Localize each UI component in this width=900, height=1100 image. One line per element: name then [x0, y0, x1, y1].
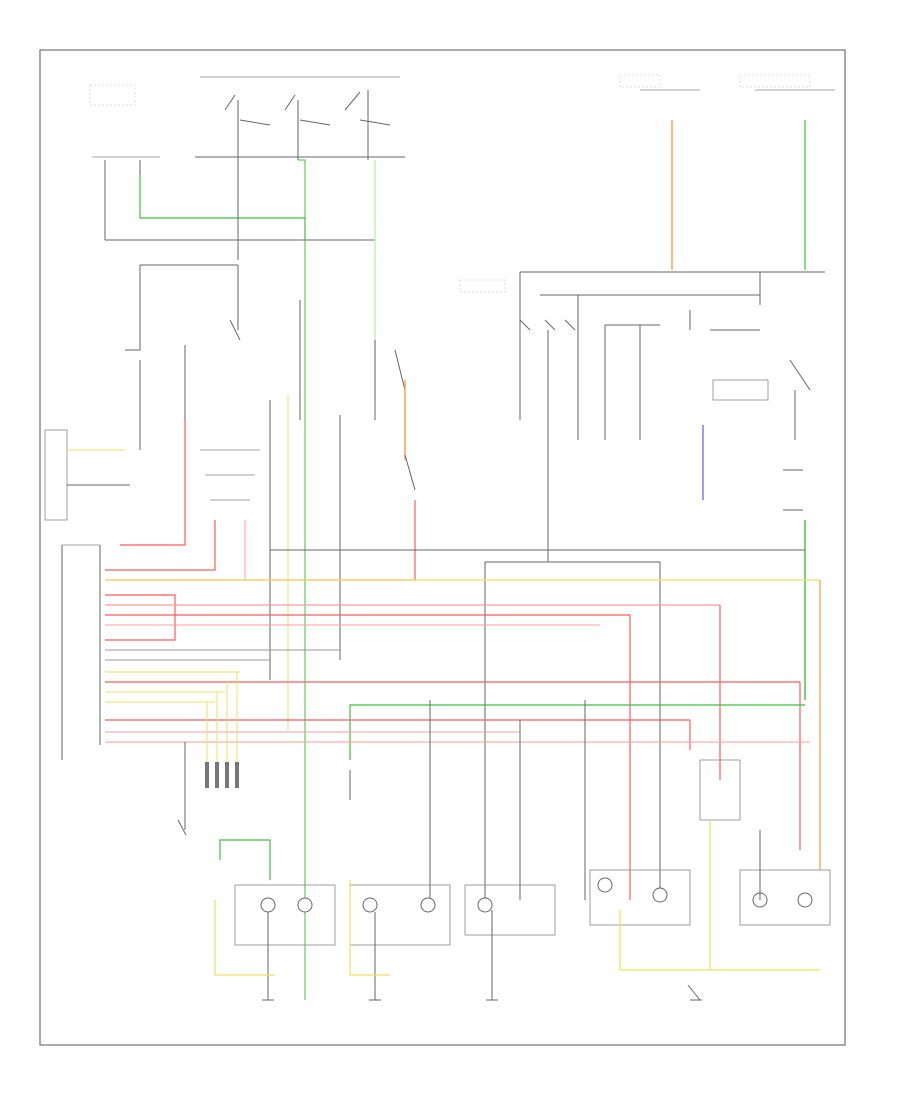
right-control-module: [519, 294, 811, 440]
ignition-switch-block: [195, 76, 405, 160]
lamp-icon: [477, 897, 493, 913]
wire-harness: [105, 579, 821, 900]
lamp-icon: [260, 897, 276, 913]
lamp-assembly-1: [214, 884, 336, 1000]
lamp-icon: [652, 887, 668, 903]
wire-green-1: [139, 175, 306, 240]
ground-icon: [262, 984, 702, 1001]
left-switch-column: [125, 264, 241, 420]
left-connector: [61, 544, 101, 760]
middle-relay: [200, 449, 260, 501]
lamp-icon: [297, 897, 313, 913]
lamp-icon: [362, 897, 378, 913]
lamp-icon: [420, 897, 436, 913]
left-sensor-block: [44, 420, 141, 521]
component-labels: [89, 74, 811, 293]
lamp-assembly-3: [464, 884, 556, 1000]
lamp-assembly-5: [699, 759, 831, 970]
top-left-relay: [92, 156, 160, 240]
lamp-icon: [797, 892, 813, 908]
top-right-module: [519, 89, 835, 420]
lamp-assembly-2: [349, 770, 451, 1000]
lamp-icon: [597, 877, 613, 893]
fuse-cluster: [205, 672, 239, 788]
lamp-assembly-4: [589, 869, 820, 971]
diagram-frame: [39, 49, 846, 1046]
